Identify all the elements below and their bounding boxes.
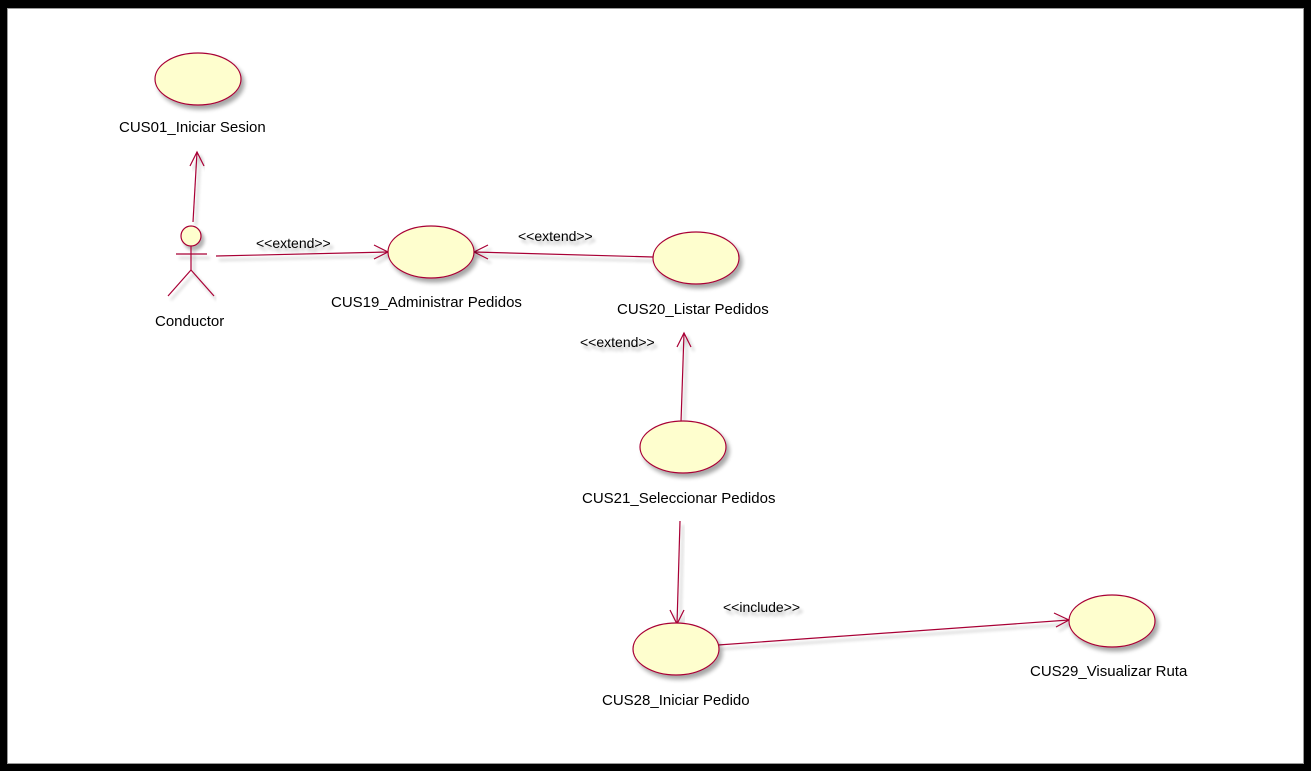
stereotype-label: <<extend>> — [256, 235, 331, 251]
usecase-label: CUS29_Visualizar Ruta — [1030, 663, 1188, 680]
usecase-ellipse — [639, 420, 727, 474]
usecase-ellipse — [1068, 594, 1156, 648]
usecase-cus21[interactable]: CUS21_Seleccionar Pedidos — [582, 420, 775, 507]
usecase-cus29[interactable]: CUS29_Visualizar Ruta — [1030, 594, 1188, 680]
usecase-cus20[interactable]: CUS20_Listar Pedidos — [617, 231, 769, 318]
usecase-label: CUS21_Seleccionar Pedidos — [582, 490, 775, 507]
relation-conductor-cus19: <<extend>> — [215, 235, 390, 260]
usecase-cus19[interactable]: CUS19_Administrar Pedidos — [331, 225, 522, 311]
usecase-label: CUS28_Iniciar Pedido — [602, 692, 750, 709]
actor-conductor[interactable]: Conductor — [155, 225, 224, 330]
usecase-ellipse — [154, 52, 242, 106]
usecase-ellipse — [387, 225, 475, 279]
actor-icon — [167, 225, 215, 297]
stereotype-label: <<extend>> — [518, 228, 593, 244]
relation-cus21-cus20: <<extend>> — [580, 331, 692, 423]
usecase-ellipse — [632, 622, 720, 676]
usecase-label: CUS19_Administrar Pedidos — [331, 294, 522, 311]
usecase-cus28[interactable]: CUS28_Iniciar Pedido — [602, 622, 750, 709]
diagram-canvas — [7, 8, 1304, 764]
usecase-label: CUS01_Iniciar Sesion — [119, 119, 266, 136]
usecase-cus01[interactable]: CUS01_Iniciar Sesion — [119, 52, 266, 136]
stereotype-label: <<include>> — [723, 599, 800, 615]
relation-cus20-cus19: <<extend>> — [472, 228, 654, 260]
usecase-ellipse — [652, 231, 740, 285]
relation-cus28-cus29: <<include>> — [717, 599, 1071, 646]
usecase-label: CUS20_Listar Pedidos — [617, 301, 769, 318]
relation-cus21-cus28 — [669, 520, 685, 626]
relation-conductor-cus01 — [189, 150, 205, 223]
actor-label: Conductor — [155, 313, 224, 330]
stereotype-label: <<extend>> — [580, 334, 655, 350]
